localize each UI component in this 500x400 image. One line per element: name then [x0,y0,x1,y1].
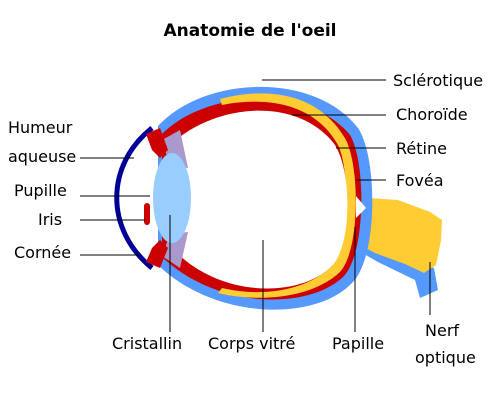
optic-nerve [356,198,442,273]
label-retine: Rétine [396,139,447,158]
eye-drawing [114,86,442,310]
label-corps-vitre: Corps vitré [208,334,295,353]
label-iris: Iris [38,210,62,229]
label-papille: Papille [332,334,384,353]
label-nerf-line2: optique [415,348,476,367]
labels: Sclérotique Choroïde Rétine Fovéa Humeur… [8,71,483,367]
label-cristallin: Cristallin [112,334,182,353]
crystalline-lens [153,153,191,243]
diagram-title: Anatomie de l'oeil [163,21,336,41]
fovea-notch [356,196,366,218]
optic-nerve-sheath [338,178,438,298]
vitreous-body [176,110,348,289]
label-choroide: Choroïde [396,105,468,124]
label-nerf-line1: Nerf [425,321,459,340]
iris-upper [146,128,168,158]
leader-lines [80,79,431,332]
label-humeur-line2: aqueuse [8,147,76,166]
label-sclerotique: Sclérotique [393,71,483,90]
label-pupille: Pupille [14,181,67,200]
iris-lower [146,240,168,268]
label-cornee: Cornée [14,243,71,262]
label-fovea: Fovéa [396,171,444,190]
cornea [114,126,154,270]
iris-mid-upper [144,203,150,225]
label-humeur-line1: Humeur [8,118,73,137]
